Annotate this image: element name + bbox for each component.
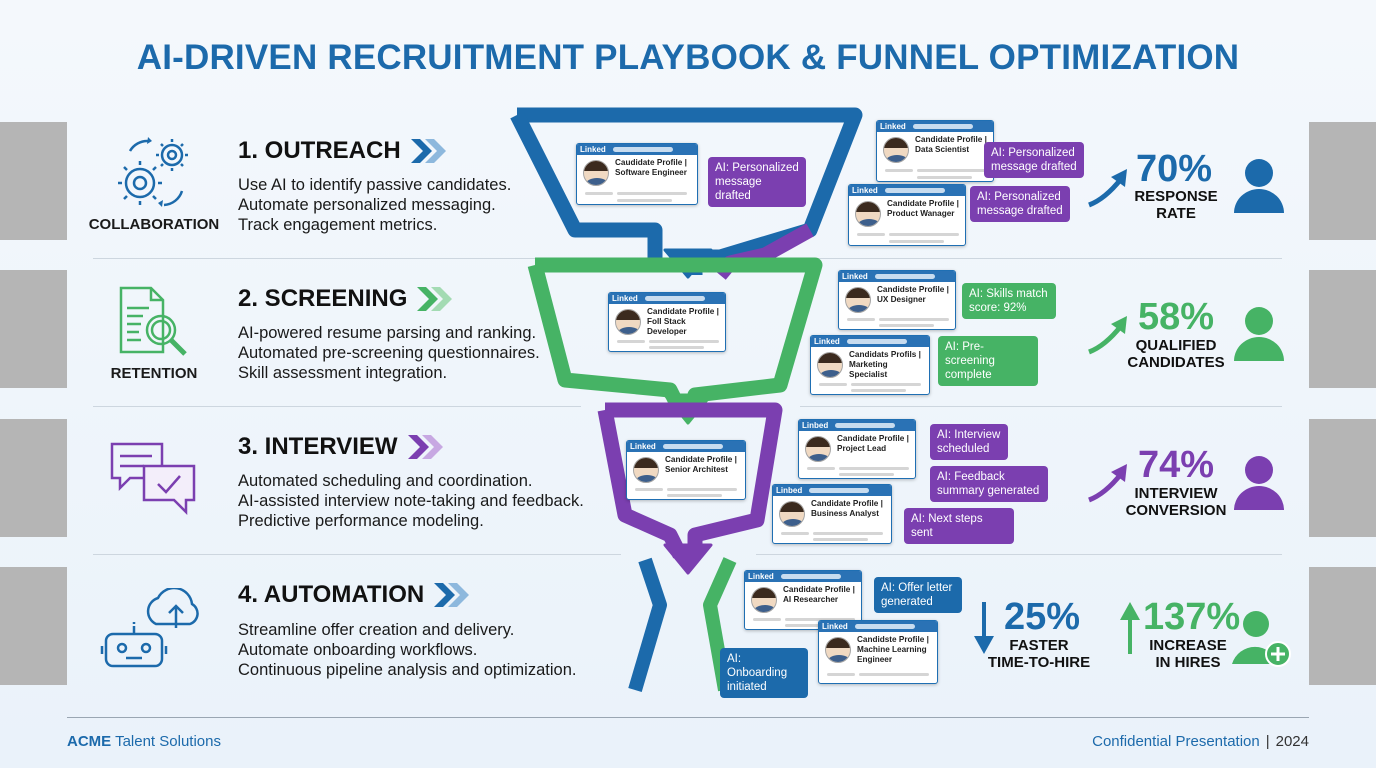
stage-description: Automated scheduling and coordination.AI… <box>238 472 584 530</box>
up-arrow-icon <box>1088 464 1127 503</box>
chevrons-icon <box>417 287 453 311</box>
avatar <box>615 309 641 335</box>
person-icon <box>1234 159 1284 213</box>
ai-bubble: AI: Pre-screening complete <box>938 336 1038 386</box>
up-arrow-icon <box>1120 602 1140 654</box>
ai-bubble: AI: Feedback summary generated <box>930 466 1048 502</box>
candidate-card[interactable]: Linked Candidate Profile | Product Wanag… <box>848 184 966 246</box>
side-bar <box>0 419 67 537</box>
divider <box>93 258 541 259</box>
candidate-card[interactable]: Linked Candidate Profile | Senior Archit… <box>626 440 746 500</box>
ai-bubble: AI: Skills match score: 92% <box>962 283 1056 319</box>
candidate-card[interactable]: Linked Candidste Profile | Machine Learn… <box>818 620 938 684</box>
chevrons-icon <box>434 583 470 607</box>
candidate-card[interactable]: Linbed Candidate Profile | Business Anal… <box>772 484 892 544</box>
metric-value: 70% <box>1136 148 1213 190</box>
person-icon <box>1234 456 1284 510</box>
stage-description: Use AI to identify passive candidates.Au… <box>238 176 512 234</box>
divider <box>93 554 621 555</box>
candidate-card[interactable]: Linked Candidats Profils | Marketing Spe… <box>810 335 930 395</box>
avatar <box>825 637 851 663</box>
candidate-card[interactable]: Linbed Candidate Profile | Project Lead <box>798 419 916 479</box>
side-bar <box>0 122 67 240</box>
robot-cloud-icon <box>100 588 199 668</box>
document-search-icon <box>119 286 187 356</box>
ai-bubble: AI: Offer letter generated <box>874 577 962 613</box>
avatar <box>805 436 831 462</box>
page-title: AI-DRIVEN RECRUITMENT PLAYBOOK & FUNNEL … <box>136 38 1240 77</box>
chevrons-icon <box>407 435 443 459</box>
side-bar <box>0 270 67 388</box>
ai-bubble: AI: Next steps sent <box>904 508 1014 544</box>
metric-value: 137% <box>1143 596 1241 638</box>
stage-icon-label: RETENTION <box>110 365 198 382</box>
avatar <box>845 287 871 313</box>
metric-value: 25% <box>1004 596 1081 638</box>
stage-heading-interview: 3. INTERVIEW <box>238 433 446 461</box>
ai-bubble: AI: Personalized message drafted <box>984 142 1084 178</box>
stage-icon-label: COLLABORATION <box>88 216 220 233</box>
avatar <box>883 137 909 163</box>
stage-description: Streamline offer creation and delivery.A… <box>238 621 577 679</box>
divider <box>800 406 1282 407</box>
footer-confidential: Confidential Presentation|2024 <box>1092 733 1309 750</box>
stage-heading-screening: 2. SCREENING <box>238 285 455 313</box>
ai-bubble: AI: Interview scheduled <box>930 424 1008 460</box>
funnel-graphic <box>510 107 863 692</box>
metric-value: 58% <box>1138 296 1215 338</box>
person-add-icon <box>1232 611 1291 667</box>
footer-divider <box>67 717 1309 718</box>
up-arrow-icon <box>1088 316 1127 355</box>
ai-bubble: AI: Personalized message drafted <box>708 157 806 207</box>
side-bar <box>1309 419 1376 537</box>
avatar <box>779 501 805 527</box>
divider <box>756 554 1282 555</box>
down-arrow-icon <box>974 602 994 654</box>
avatar <box>751 587 777 613</box>
side-bar <box>1309 567 1376 685</box>
stage-heading-automation: 4. AUTOMATION <box>238 581 472 609</box>
side-bar <box>1309 122 1376 240</box>
stage-heading-outreach: 1. OUTREACH <box>238 137 449 165</box>
person-icon <box>1234 307 1284 361</box>
avatar <box>855 201 881 227</box>
chevrons-icon <box>410 139 446 163</box>
avatar <box>583 160 609 186</box>
candidate-card[interactable]: Linked Candidate Profile | Data Scientis… <box>876 120 994 182</box>
divider <box>790 258 1282 259</box>
candidate-card[interactable]: Linked Candidate Profile | Foll Stack De… <box>608 292 726 352</box>
ai-bubble: AI: Onboarding initiated <box>720 648 808 698</box>
divider <box>93 406 581 407</box>
ai-bubble: AI: Personalized message drafted <box>970 186 1070 222</box>
stage-description: AI-powered resume parsing and ranking.Au… <box>238 324 540 382</box>
candidate-card[interactable]: Linked Caudidate Profile | Software Engi… <box>576 143 698 205</box>
up-arrow-icon <box>1088 169 1127 208</box>
avatar <box>633 457 659 483</box>
gears-icon <box>118 137 188 207</box>
side-bar <box>1309 270 1376 388</box>
avatar <box>817 352 843 378</box>
candidate-card[interactable]: Linked Candidste Profile | UX Designer <box>838 270 956 330</box>
chat-bubbles-icon <box>110 442 196 516</box>
footer-company: ACME Talent Solutions <box>67 733 221 750</box>
side-bar <box>0 567 67 685</box>
metric-value: 74% <box>1138 444 1215 486</box>
